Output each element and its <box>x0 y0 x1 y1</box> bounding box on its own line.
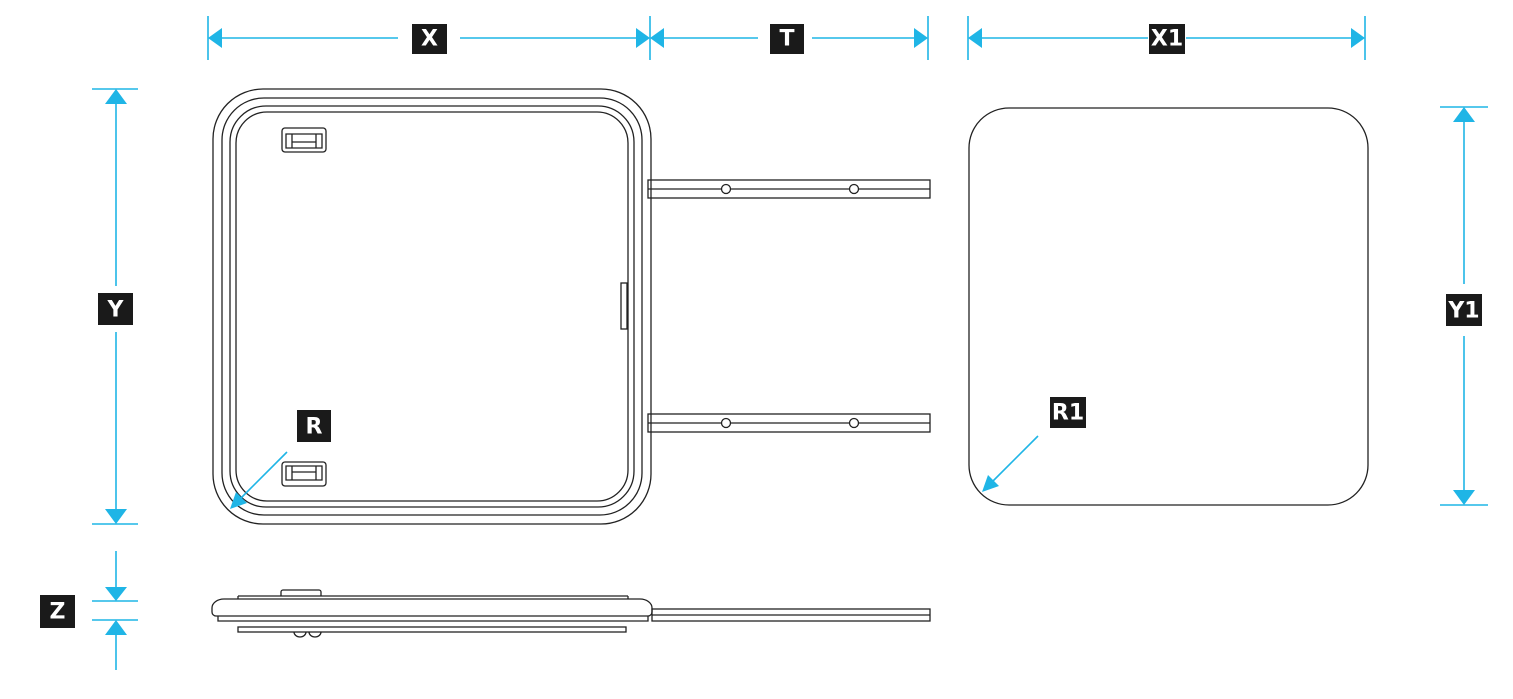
cutout-panel <box>968 107 1369 506</box>
dimension-x: X <box>207 16 651 60</box>
label-x1: X1 <box>1151 27 1183 52</box>
dimension-y1: Y1 <box>1440 106 1488 506</box>
dimension-x1: X1 <box>967 16 1366 60</box>
slide-rail-bottom <box>647 413 931 433</box>
label-y1: Y1 <box>1447 299 1479 324</box>
hatch-top-view <box>212 88 652 525</box>
label-x: X <box>421 27 438 52</box>
latch-bottom <box>281 461 327 487</box>
latch-top <box>281 127 327 153</box>
hatch-side-view <box>211 589 931 638</box>
dimension-t: T <box>650 16 929 60</box>
radius-r: R <box>230 410 331 509</box>
radius-r1: R1 <box>982 397 1086 492</box>
slide-rail-top <box>647 179 931 199</box>
label-z: Z <box>50 600 66 625</box>
label-r1: R1 <box>1052 401 1084 426</box>
dimension-y: Y <box>92 88 138 525</box>
label-r: R <box>306 415 323 440</box>
dimension-z: Z <box>40 551 138 670</box>
label-t: T <box>779 27 794 52</box>
hinge-nub <box>620 282 628 330</box>
label-y: Y <box>107 298 125 323</box>
